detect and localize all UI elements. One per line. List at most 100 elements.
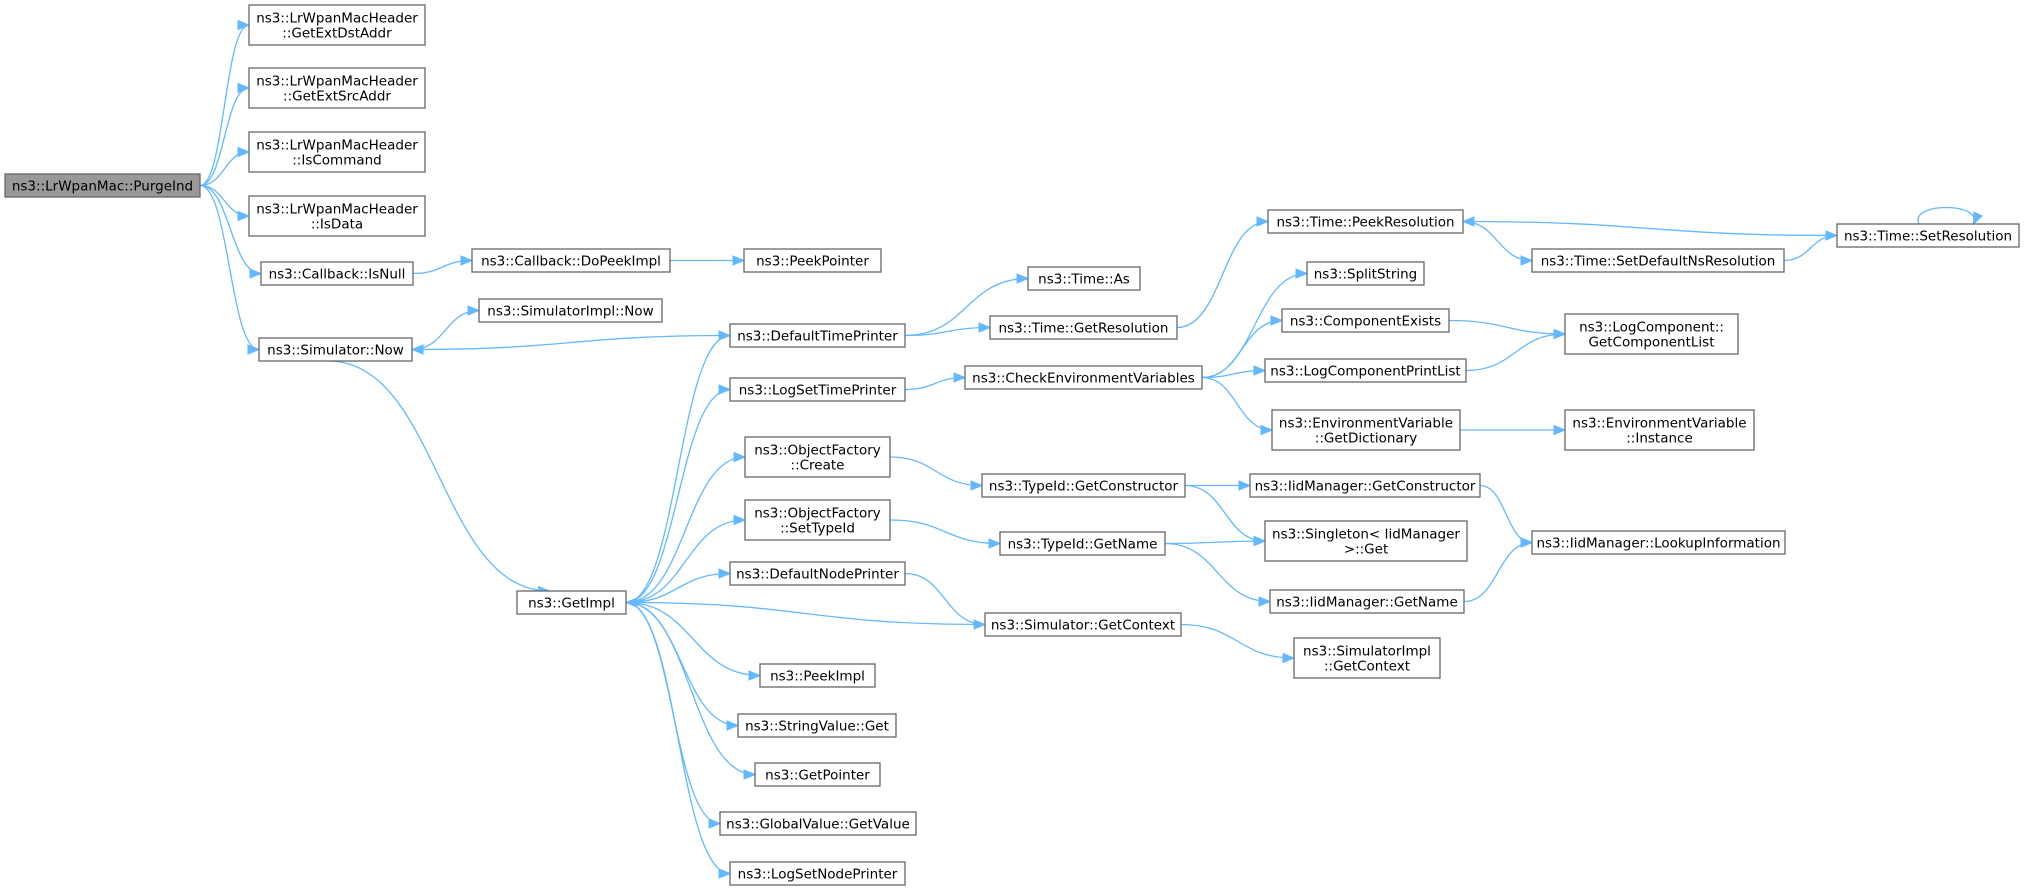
node-box — [729, 377, 906, 402]
node-callback-is-null[interactable]: ns3::Callback::IsNull — [260, 261, 414, 286]
node-simulator-impl-now[interactable]: ns3::SimulatorImpl::Now — [478, 298, 663, 323]
node-iid-manager-get-name[interactable]: ns3::IidManager::GetName — [1269, 589, 1465, 614]
node-get-impl[interactable]: ns3::GetImpl — [516, 590, 627, 615]
edge-get-impl-to-object-factory-create-arrowhead — [733, 451, 747, 463]
node-label: ns3::LogComponentPrintList — [1270, 364, 1460, 380]
node-simulator-now[interactable]: ns3::Simulator::Now — [258, 337, 413, 362]
node-environment-variable-get-dictionary[interactable]: ns3::EnvironmentVariable::GetDictionary — [1271, 409, 1461, 451]
edge-get-impl-to-object-factory-set-type-id-arrowhead — [733, 514, 747, 526]
edge-object-factory-set-type-id-to-type-id-get-name-arrowhead — [988, 538, 1002, 549]
node-box — [1264, 358, 1467, 383]
edge-get-impl-to-default-node-printer-arrowhead — [718, 568, 732, 579]
edge-default-time-printer-to-time-as — [904, 277, 1029, 337]
node-default-node-printer[interactable]: ns3::DefaultNodePrinter — [729, 561, 906, 586]
node-get-pointer[interactable]: ns3::GetPointer — [754, 762, 881, 787]
node-label: ns3::PeekImpl — [770, 669, 865, 685]
node-label: ns3::SimulatorImpl — [1303, 644, 1431, 660]
node-box — [1293, 637, 1441, 679]
node-box — [1564, 409, 1755, 451]
node-box — [1564, 313, 1739, 355]
edge-get-impl-to-peek-impl-arrowhead — [748, 670, 762, 681]
edge-get-impl-to-log-set-time-printer-arrowhead — [718, 384, 732, 395]
edge-purge-ind-to-is-command-arrowhead — [237, 146, 251, 158]
node-time-set-resolution[interactable]: ns3::Time::SetResolution — [1836, 223, 2020, 248]
edge-type-id-get-constructor-to-singleton-get — [1184, 484, 1266, 542]
edge-get-impl-to-log-set-node-printer — [625, 601, 731, 875]
node-singleton-get[interactable]: ns3::Singleton< IidManager >::Get — [1264, 520, 1468, 562]
node-environment-variable-instance[interactable]: ns3::EnvironmentVariable::Instance — [1564, 409, 1755, 451]
edge-check-environment-variables-to-split-string-arrowhead — [1295, 268, 1309, 279]
node-purge-ind[interactable]: ns3::LrWpanMac::PurgeInd — [4, 173, 201, 198]
node-type-id-get-constructor[interactable]: ns3::TypeId::GetConstructor — [981, 473, 1186, 498]
edge-callback-do-peek-impl-to-peek-pointer-arrowhead — [732, 255, 746, 266]
node-box — [743, 248, 882, 273]
edge-type-id-get-name-to-iid-manager-get-name — [1164, 542, 1271, 603]
edge-callback-is-null-to-callback-do-peek-impl-arrowhead — [460, 255, 474, 266]
node-label: ns3::ObjectFactory — [754, 443, 881, 459]
node-label: ns3::Time::SetDefaultNsResolution — [1541, 254, 1776, 270]
node-label: ns3::Time::GetResolution — [998, 321, 1168, 337]
node-is-data[interactable]: ns3::LrWpanMacHeader::IsData — [248, 195, 426, 237]
node-box — [754, 762, 881, 787]
node-simulator-impl-get-context[interactable]: ns3::SimulatorImpl::GetContext — [1293, 637, 1441, 679]
node-label: ns3::Time::As — [1038, 272, 1130, 288]
node-log-set-time-printer[interactable]: ns3::LogSetTimePrinter — [729, 377, 906, 402]
node-default-time-printer[interactable]: ns3::DefaultTimePrinter — [729, 323, 906, 348]
edge-simulator-get-context-to-get-impl-arrowhead — [624, 597, 638, 608]
node-box — [248, 195, 426, 237]
node-box — [1269, 589, 1465, 614]
node-box — [471, 248, 671, 273]
node-log-set-node-printer[interactable]: ns3::LogSetNodePrinter — [729, 861, 906, 886]
node-peek-impl[interactable]: ns3::PeekImpl — [759, 663, 876, 688]
node-box — [1271, 409, 1461, 451]
node-log-component-print-list[interactable]: ns3::LogComponentPrintList — [1264, 358, 1467, 383]
node-is-command[interactable]: ns3::LrWpanMacHeader::IsCommand — [248, 131, 426, 173]
edge-purge-ind-to-callback-is-null-arrowhead — [249, 268, 263, 279]
node-time-as[interactable]: ns3::Time::As — [1027, 266, 1141, 291]
node-callback-do-peek-impl[interactable]: ns3::Callback::DoPeekImpl — [471, 248, 671, 273]
node-global-value-get-value[interactable]: ns3::GlobalValue::GetValue — [719, 811, 917, 836]
edge-check-environment-variables-to-component-exists — [1201, 319, 1283, 379]
node-iid-manager-lookup-information[interactable]: ns3::IidManager::LookupInformation — [1531, 530, 1786, 555]
node-box — [759, 663, 876, 688]
node-label: ns3::Time::PeekResolution — [1276, 215, 1454, 231]
node-time-get-resolution[interactable]: ns3::Time::GetResolution — [989, 315, 1178, 340]
node-log-component-get-component-list[interactable]: ns3::LogComponent::GetComponentList — [1564, 313, 1739, 355]
node-time-set-default-ns-resolution[interactable]: ns3::Time::SetDefaultNsResolution — [1531, 248, 1785, 273]
node-component-exists[interactable]: ns3::ComponentExists — [1281, 308, 1450, 333]
node-box — [1531, 530, 1786, 555]
node-string-value-get[interactable]: ns3::StringValue::Get — [737, 713, 897, 738]
edge-simulator-get-context-to-simulator-impl-get-context — [1180, 623, 1295, 659]
node-peek-pointer[interactable]: ns3::PeekPointer — [743, 248, 882, 273]
node-object-factory-create[interactable]: ns3::ObjectFactory::Create — [744, 436, 891, 478]
edge-purge-ind-to-get-ext-dst-addr — [199, 24, 250, 187]
edge-default-time-printer-to-simulator-now — [411, 334, 731, 351]
node-box — [744, 499, 891, 541]
node-check-environment-variables[interactable]: ns3::CheckEnvironmentVariables — [964, 365, 1203, 390]
node-label: ns3::LrWpanMacHeader — [256, 202, 418, 218]
node-get-ext-src-addr[interactable]: ns3::LrWpanMacHeader::GetExtSrcAddr — [248, 67, 426, 109]
edge-time-set-resolution-to-time-peek-resolution-arrowhead — [1461, 216, 1475, 227]
edge-object-factory-set-type-id-to-type-id-get-name — [889, 519, 1001, 545]
edge-simulator-now-to-simulator-impl-now — [411, 309, 480, 351]
edges-layer — [199, 19, 1984, 879]
node-label: ns3::GetImpl — [528, 596, 615, 612]
node-object-factory-set-type-id[interactable]: ns3::ObjectFactory::SetTypeId — [744, 499, 891, 541]
edge-purge-ind-to-simulator-now-arrowhead — [247, 344, 261, 355]
edge-time-peek-resolution-to-time-set-default-ns-resolution — [1462, 220, 1533, 262]
node-split-string[interactable]: ns3::SplitString — [1306, 261, 1425, 286]
node-label: ns3::LrWpanMac::PurgeInd — [12, 179, 193, 195]
node-label: ::Create — [791, 458, 845, 474]
node-time-peek-resolution[interactable]: ns3::Time::PeekResolution — [1267, 209, 1464, 234]
node-box — [744, 436, 891, 478]
edge-get-impl-to-log-set-time-printer — [625, 388, 731, 604]
node-simulator-get-context[interactable]: ns3::Simulator::GetContext — [984, 612, 1182, 637]
node-label: >::Get — [1344, 542, 1388, 558]
node-type-id-get-name[interactable]: ns3::TypeId::GetName — [999, 531, 1166, 556]
edge-component-exists-to-log-component-get-component-list — [1448, 319, 1566, 335]
edge-check-environment-variables-to-component-exists-arrowhead — [1270, 315, 1284, 326]
node-get-ext-dst-addr[interactable]: ns3::LrWpanMacHeader::GetExtDstAddr — [248, 4, 426, 46]
node-iid-manager-get-constructor[interactable]: ns3::IidManager::GetConstructor — [1249, 473, 1481, 498]
node-label: ns3::LogSetTimePrinter — [739, 383, 897, 399]
